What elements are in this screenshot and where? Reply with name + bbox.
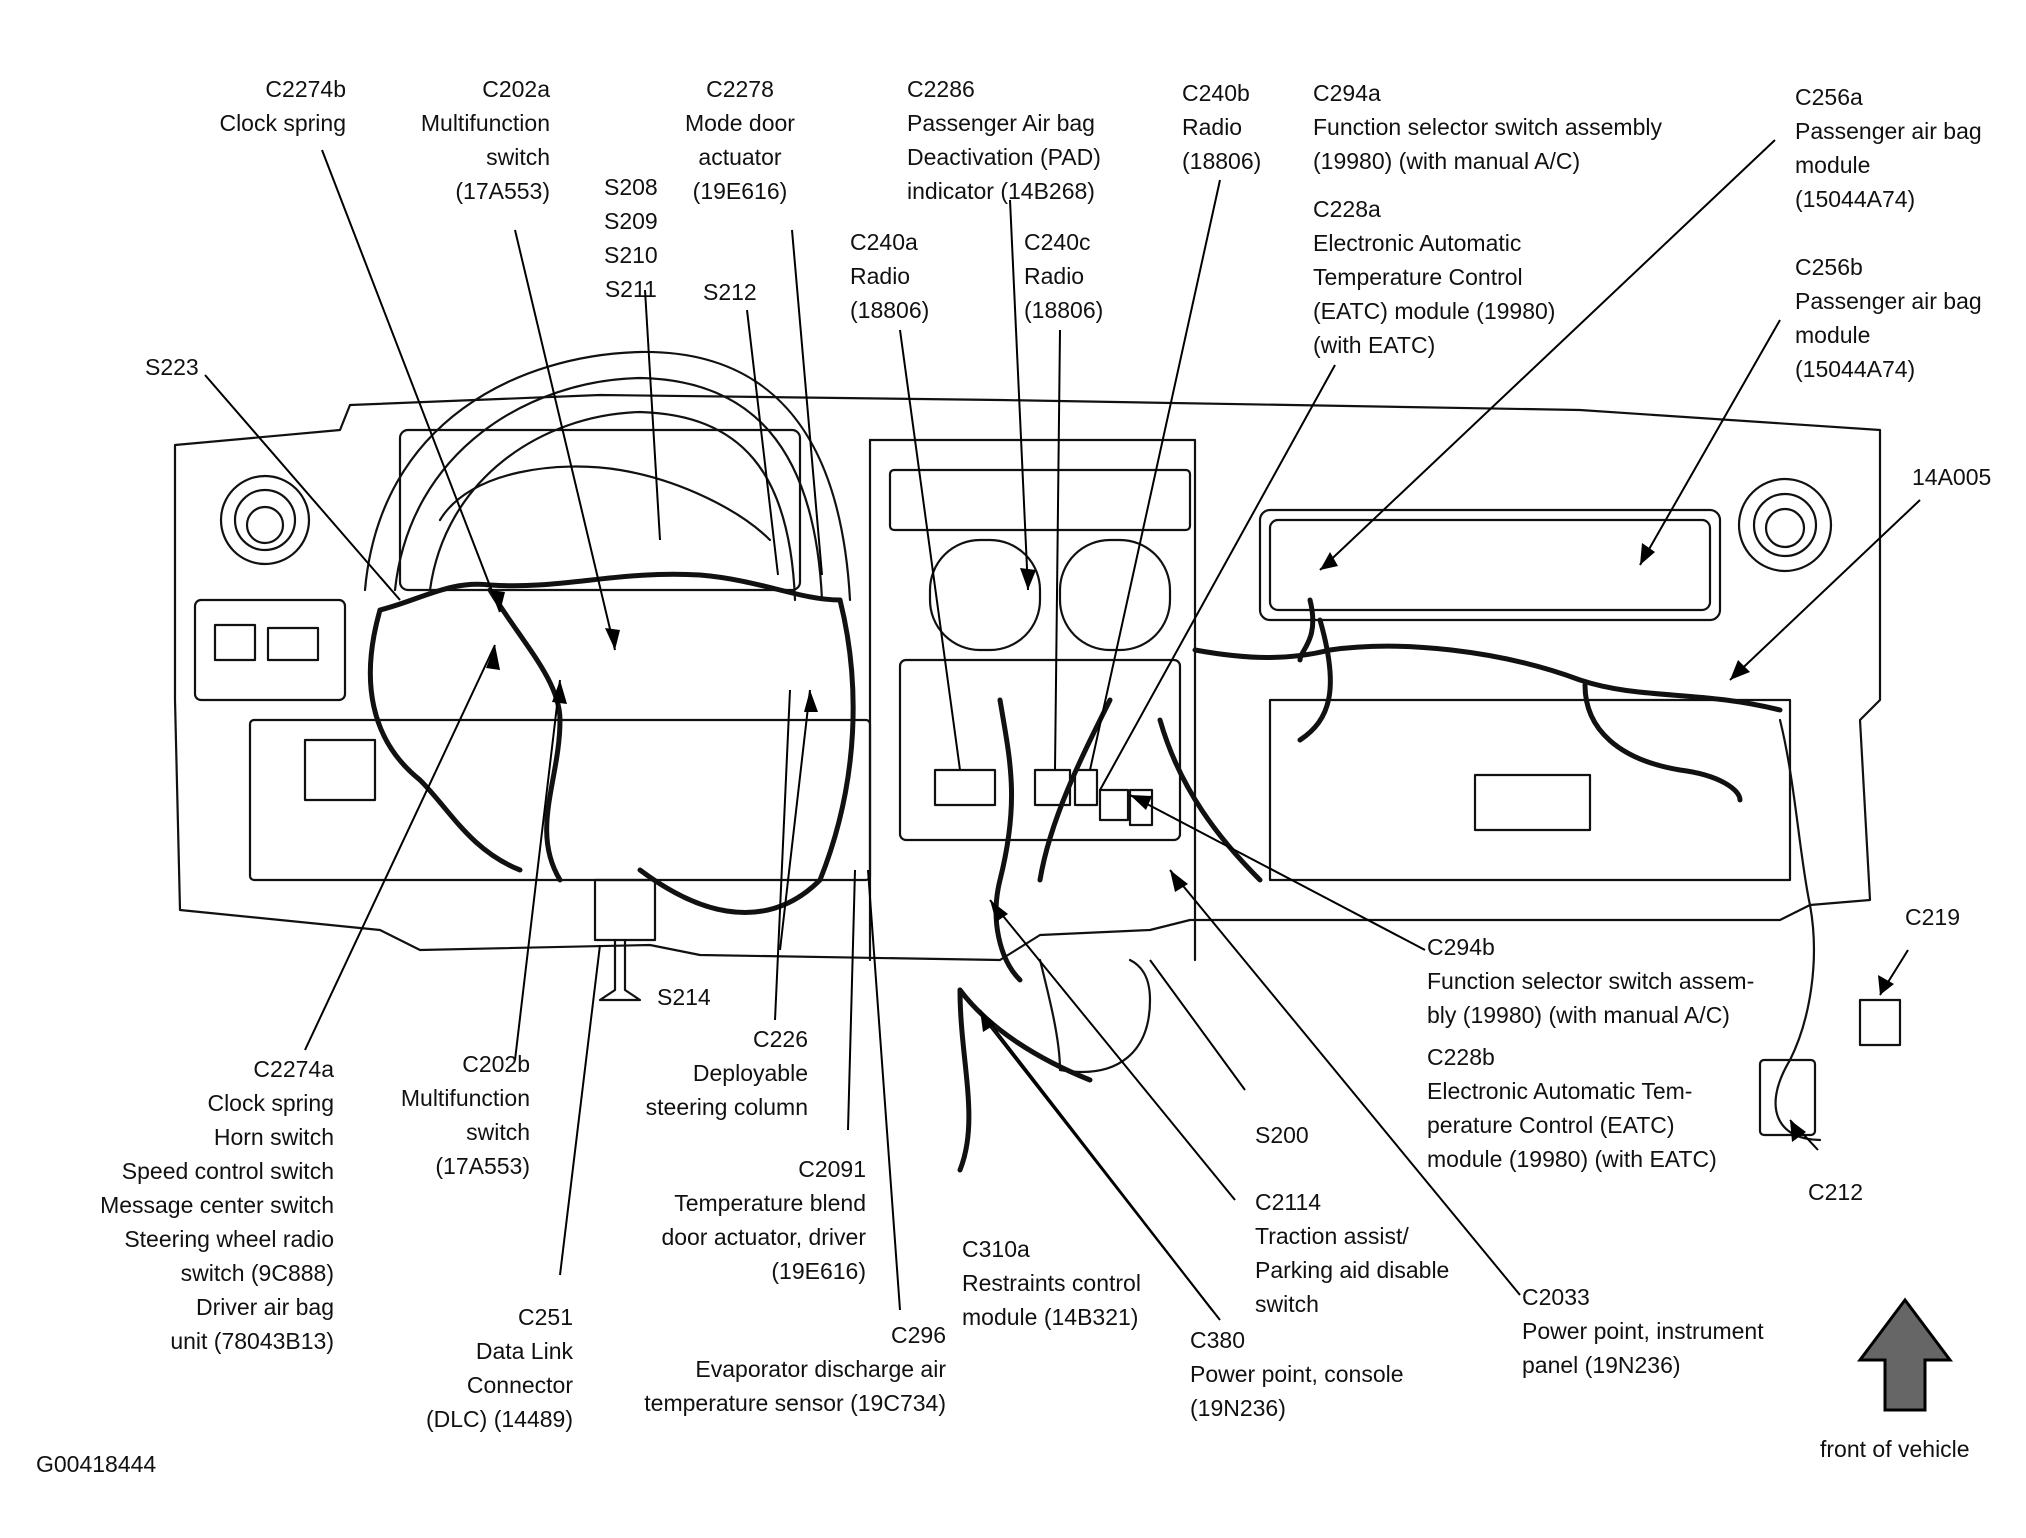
label-s223: S223 — [145, 354, 199, 380]
up-arrow-icon — [1857, 1297, 1953, 1412]
label-s200: S200 — [1255, 1122, 1309, 1148]
front-of-vehicle-label: front of vehicle — [1820, 1436, 1970, 1462]
label-s214: S214 — [657, 984, 711, 1010]
label-c212: C212 — [1808, 1179, 1863, 1205]
label-14a005: 14A005 — [1912, 464, 1992, 490]
label-s212: S212 — [703, 279, 757, 305]
figure-code: G00418444 — [36, 1451, 157, 1477]
label-c219: C219 — [1905, 904, 1960, 930]
